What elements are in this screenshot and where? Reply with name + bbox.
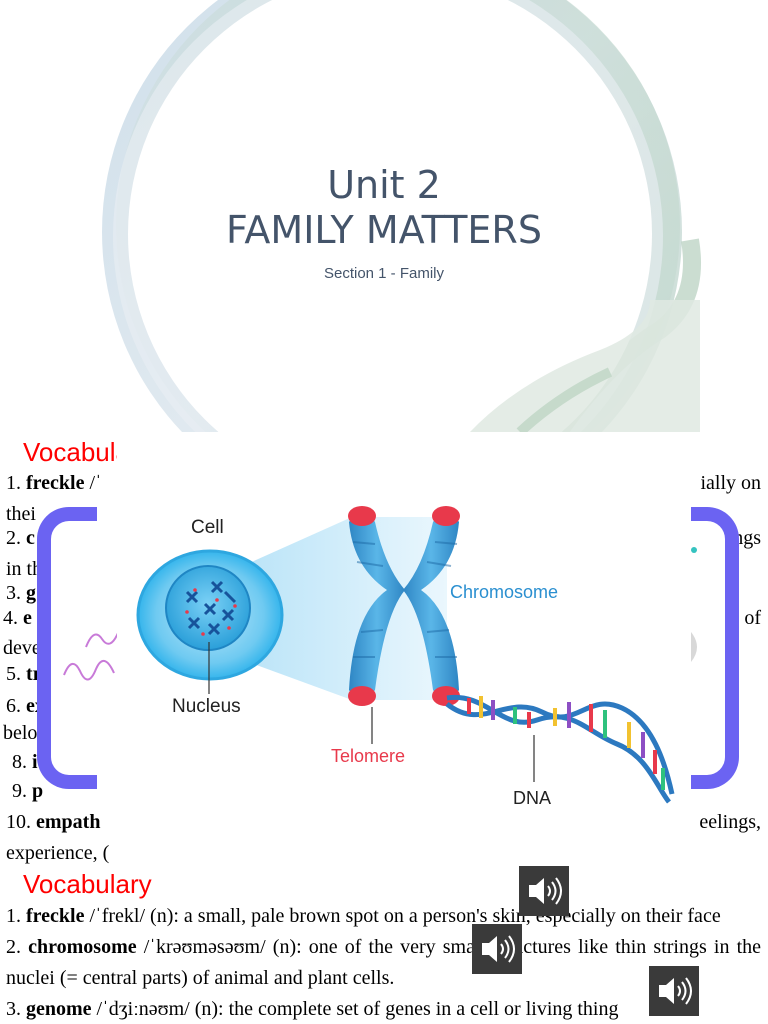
definition-fragment: in th — [6, 558, 43, 580]
speaker-icon — [659, 977, 692, 1005]
list-item: 2. c ngs — [6, 523, 761, 554]
term: g — [26, 582, 36, 604]
item-number: 2. — [6, 527, 21, 549]
definition-fragment: eelings, — [699, 811, 761, 833]
speaker-icon — [482, 935, 515, 963]
telomere-label: Telomere — [331, 746, 405, 766]
list-item: 1. freckle /ˈ ially on — [6, 468, 761, 499]
audio-play-button[interactable] — [519, 866, 569, 916]
definition-fragment: ngs — [733, 527, 761, 549]
title-slide: Unit 2 FAMILY MATTERS Section 1 - Family — [0, 0, 768, 432]
term: chromosome — [28, 936, 137, 958]
audio-play-button[interactable] — [472, 924, 522, 974]
item-number: 10. — [6, 811, 31, 833]
chromosome-label: Chromosome — [450, 582, 558, 602]
definition-fragment: thei — [6, 503, 36, 525]
item-number: 1. — [6, 905, 21, 927]
audio-play-button[interactable] — [649, 966, 699, 1016]
item-number: 1. — [6, 472, 21, 494]
definition-fragment: of — [744, 607, 761, 629]
term: e — [23, 607, 32, 629]
list-item: 3. g — [6, 578, 36, 609]
list-item: 8. i — [12, 747, 38, 778]
term: freckle — [26, 905, 85, 927]
section-label: Section 1 - Family — [323, 265, 445, 282]
item-number: 8. — [12, 751, 27, 773]
decorative-ring-graphic — [102, 0, 701, 432]
list-item: 4. e of — [3, 603, 761, 634]
cell-diagram: Cell Nucleus Chromosome Telomere — [117, 432, 691, 864]
definition-fragment: deve — [3, 637, 41, 659]
item-number: 3. — [6, 998, 21, 1020]
chromosome-graphic — [348, 506, 460, 706]
vocabulary-slide-1: Vocabulary 1. freckle /ˈ ially on thei 2… — [0, 432, 768, 864]
item-number: 6. — [6, 695, 21, 717]
decorative-marks — [691, 547, 697, 662]
definition: /ˈkrəʊməsəʊm/ (n): one of the very small… — [6, 936, 761, 989]
vocabulary-heading: Vocabulary — [23, 869, 152, 899]
term: genome — [26, 998, 92, 1020]
list-item: 10. empath eelings, — [6, 807, 761, 838]
list-item: 3. genome /ˈdʒiːnəʊm/ (n): the complete … — [6, 994, 761, 1024]
list-item: 1. freckle /ˈfrekl/ (n): a small, pale b… — [6, 901, 761, 932]
speaker-icon — [529, 877, 562, 905]
list-item: 9. p — [12, 776, 43, 807]
term: p — [32, 780, 44, 802]
definition-fragment: ially on — [700, 472, 761, 494]
term: i — [32, 751, 38, 773]
nucleus-label: Nucleus — [172, 696, 241, 717]
term: c — [26, 527, 35, 549]
cell-chromosome-dna-illustration: Cell Nucleus Chromosome Telomere — [136, 506, 675, 808]
bracket-frame-left — [37, 507, 97, 789]
definition-fragment: /ˈ — [89, 472, 102, 494]
definition-fragment: belo — [3, 722, 38, 744]
vocabulary-slide-2: Vocabulary 1. freckle /ˈfrekl/ (n): a sm… — [0, 864, 768, 1024]
dna-strand-decoration — [63, 632, 118, 681]
item-number: 9. — [12, 780, 27, 802]
vocabulary-list: 1. freckle /ˈfrekl/ (n): a small, pale b… — [6, 901, 761, 1024]
definition: /ˈdʒiːnəʊm/ (n): the complete set of gen… — [96, 998, 619, 1020]
dna-helix-graphic — [445, 694, 675, 804]
definition: /ˈfrekl/ (n): a small, pale brown spot o… — [89, 905, 721, 927]
list-item: 2. chromosome /ˈkrəʊməsəʊm/ (n): one of … — [6, 932, 761, 994]
slide-title: Unit 2 — [327, 163, 441, 207]
item-number: 4. — [3, 607, 18, 629]
item-number: 5. — [6, 663, 21, 685]
bracket-frame-right — [679, 507, 739, 789]
slide-subtitle: FAMILY MATTERS — [226, 208, 542, 252]
term: freckle — [26, 472, 85, 494]
term: empath — [36, 811, 101, 833]
definition-fragment: experience, ( — [6, 842, 110, 864]
item-number: 2. — [6, 936, 21, 958]
item-number: 3. — [6, 582, 21, 604]
cell-label: Cell — [191, 517, 224, 538]
dna-label: DNA — [513, 788, 551, 808]
